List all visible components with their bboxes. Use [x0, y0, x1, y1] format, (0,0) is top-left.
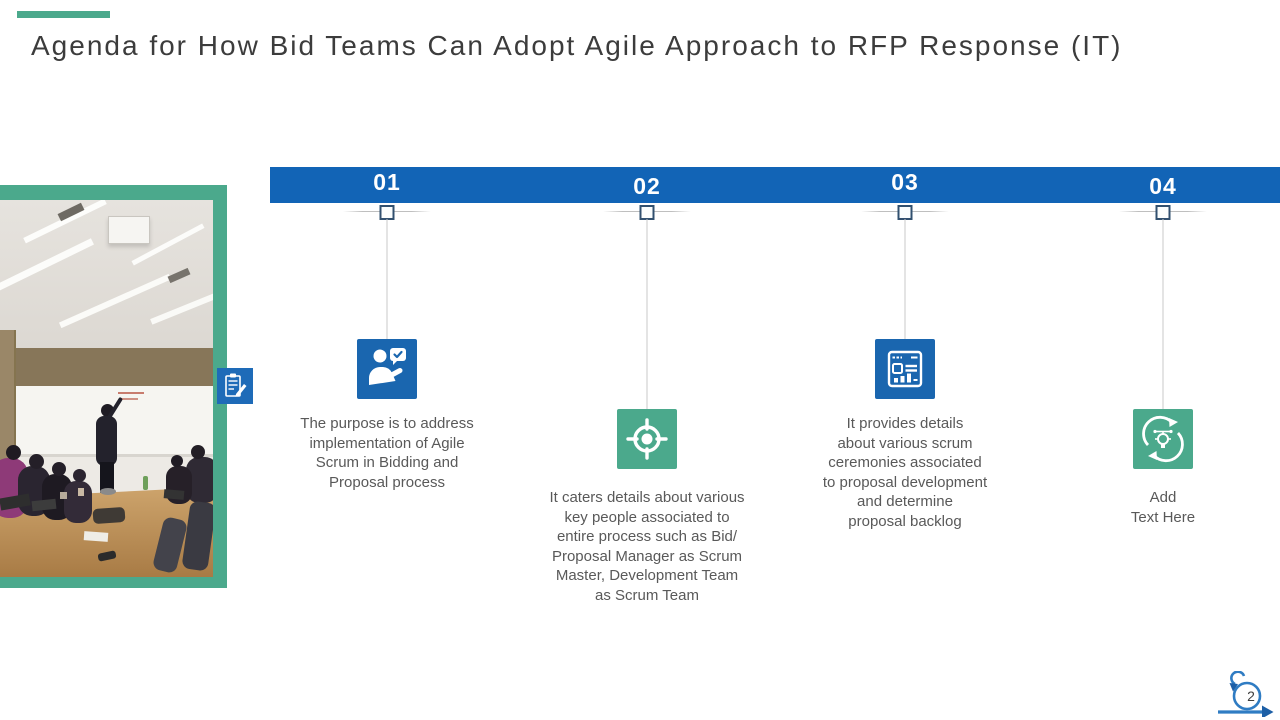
photo-wall-band — [0, 348, 213, 386]
photo-door — [0, 330, 16, 480]
clipboard-pencil-icon — [225, 373, 247, 397]
step-description: Add Text Here — [1130, 489, 1196, 526]
photo-shape — [100, 488, 116, 495]
lightbulb-iteration-icon — [1142, 415, 1184, 463]
page-number: 2 — [1247, 688, 1255, 704]
clipboard-pencil-badge — [217, 368, 253, 404]
connector-line — [646, 219, 648, 409]
photo-person-head — [52, 462, 66, 476]
photo-person-head — [191, 445, 205, 459]
slide-title: Agenda for How Bid Teams Can Adopt Agile… — [31, 30, 1123, 61]
photo-shape — [78, 488, 84, 496]
step-icon-tile — [875, 339, 935, 399]
timeline-node — [639, 205, 655, 220]
step-icon-tile — [617, 409, 677, 469]
connector-line — [1162, 219, 1164, 409]
step-number: 01 — [373, 169, 401, 195]
accent-bar — [17, 11, 110, 18]
connector-line — [386, 219, 388, 339]
person-chat-check-icon — [369, 348, 406, 385]
photo-presenter-legs — [100, 462, 114, 494]
page-footer: 2 — [1216, 671, 1274, 717]
photo-person-head — [73, 469, 86, 482]
photo-person-head — [171, 455, 183, 467]
photo-frame — [0, 185, 227, 588]
photo-bag — [92, 506, 126, 525]
step-description: The purpose is to address implementation… — [300, 415, 474, 491]
step-number: 02 — [633, 173, 661, 199]
photo-shape — [60, 492, 67, 499]
photo-person-head — [6, 445, 21, 460]
photo-shape — [120, 398, 138, 400]
photo-shape — [118, 392, 144, 394]
photo-presenter-body — [96, 416, 117, 466]
photo-paper — [83, 531, 109, 542]
timeline-node — [379, 205, 395, 220]
step-description: It provides details about various scrum … — [822, 415, 988, 530]
step-number: 03 — [891, 169, 919, 195]
photo-laptop — [163, 489, 185, 500]
timeline-node — [897, 205, 913, 220]
connector-line — [904, 219, 906, 339]
step-icon-tile — [357, 339, 417, 399]
photo-projector — [108, 216, 150, 244]
photo-person-head — [29, 454, 44, 469]
team-meeting-photo — [0, 200, 213, 577]
agile-sprint-loop-icon: 2 — [1218, 671, 1274, 717]
web-layout-icon — [887, 350, 923, 388]
timeline-node — [1155, 205, 1171, 220]
photo-shape — [143, 476, 148, 490]
target-icon — [626, 418, 668, 460]
step-description: It caters details about various key peop… — [549, 489, 745, 604]
step-icon-tile — [1133, 409, 1193, 469]
timeline-band — [270, 167, 1280, 203]
step-number: 04 — [1149, 173, 1177, 199]
